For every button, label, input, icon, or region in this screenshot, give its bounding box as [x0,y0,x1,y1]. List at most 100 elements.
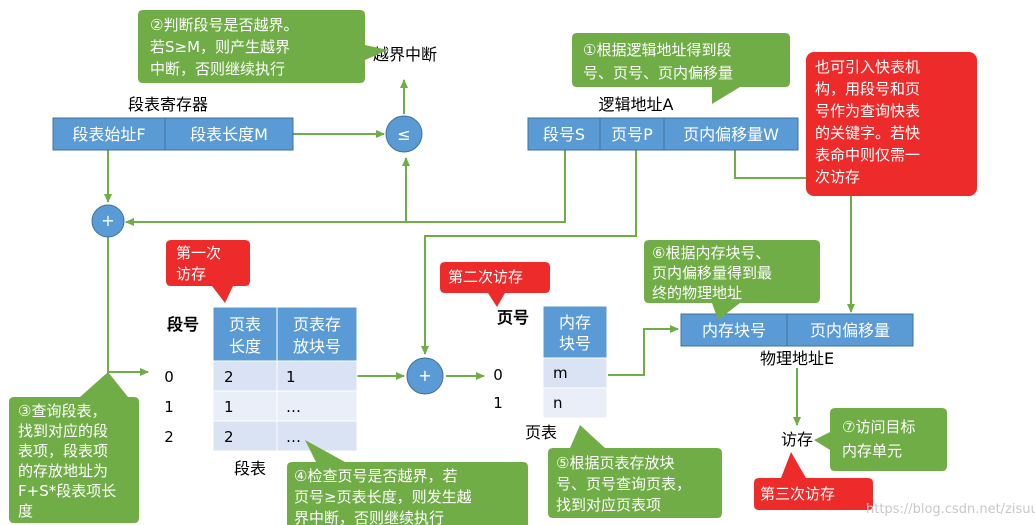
segment-table-col1-line2: 长度 [229,337,261,356]
page-table-row-1 [542,387,608,419]
page-table-cell-1: n [553,394,563,412]
page-table-col-line1: 内存 [559,313,591,332]
note-step-7: ⑦访问目标 内存单元 [814,408,947,471]
segment-table-caption: 段表 [234,459,266,478]
physical-block-label: 内存块号 [702,321,766,340]
note-third-access: 第三次访存 [754,452,873,510]
note-third-access-line1: 第三次访存 [760,485,835,503]
arrow-page-to-add [421,150,637,355]
note-step-3-line2: 找到对应的段 [18,422,108,440]
segment-table-row-2 [212,420,358,452]
note-step-2-line2: 若S≥M，则产生越界 [150,38,290,56]
add-operator-segment [91,204,125,238]
note-step-4-line1: ④检查页号是否越界，若 [294,467,457,485]
page-table-col-line2: 块号 [559,334,591,353]
note-tlb-line5: 表命中则仅需一 [815,146,920,164]
page-table-col-header [542,305,608,359]
logical-page-label: 页号P [611,125,653,144]
logical-offset-cell [663,117,799,151]
note-step-1-line1: ①根据逻辑地址得到段 [583,41,731,59]
note-tlb-line3: 号作为查询快表 [815,102,920,120]
physical-offset-label: 页内偏移量 [810,321,890,340]
note-step-5: ⑤根据页表存放块 号、页号查询页表， 找到对应页表项 [548,425,722,518]
note-step-4-line3: 界中断，否则继续执行 [294,509,444,525]
compare-symbol: ≤ [397,125,410,144]
note-step-7-line2: 内存单元 [842,442,902,460]
note-step-5-line2: 号、页号查询页表， [556,475,691,493]
arrow-seg-to-add [125,150,566,226]
note-tlb-line2: 构，用段号和页 [815,80,920,98]
segment-table-col2-line1: 页表存 [293,315,341,334]
note-step-3-line4: 的存放地址为 [18,462,108,480]
segment-table-col1-line1: 页表 [229,315,261,334]
segment-table-cell-0-0: 2 [224,368,234,386]
segment-length-label: 段表长度M [190,125,268,144]
arrow-add-to-seg-table [107,236,149,376]
add-operator-page [406,357,444,395]
note-step-5-line3: 找到对应页表项 [556,496,661,514]
add-symbol-page: + [418,366,431,385]
segment-register-title: 段表寄存器 [128,95,208,114]
segment-table-row-0 [212,360,358,392]
note-step-6-line3: 终的物理地址 [652,284,742,302]
note-step-3-line3: 表项，段表项 [18,442,108,460]
note-step-1: ①根据逻辑地址得到段 号、页号、页内偏移量 [572,33,790,104]
segment-table-row-1 [212,390,358,422]
segment-table-cell-0-1: 1 [286,368,296,386]
note-tlb: 也可引入快表机 构，用段号和页 号作为查询快表 的关键字。若快 表命中则仅需一 … [806,52,977,196]
note-step-2: ②判断段号是否越界。 若S≥M，则产生越界 中断，否则继续执行 [138,10,388,83]
watermark-text: https://blog.csdn.net/zisuu [866,502,1035,517]
arrow-offset-to-physical [734,150,855,313]
segment-table-cell-1-1: … [286,398,301,416]
logical-offset-label: 页内偏移量W [683,125,779,144]
segment-table-col2-header [276,306,358,362]
segment-table-cell-1-0: 1 [224,398,234,416]
segment-table-cell-2-1: … [286,428,301,446]
segment-start-label: 段表始址F [72,125,145,144]
physical-address-title: 物理地址E [760,349,834,368]
page-table-caption: 页表 [525,423,557,442]
note-tlb-line4: 的关键字。若快 [815,124,920,142]
segment-table-row-header: 段号 [167,315,199,334]
arrow-m-to-physical [608,325,679,376]
segment-index-0: 0 [164,368,174,386]
note-step-7-line1: ⑦访问目标 [842,418,915,436]
page-index-0: 0 [493,366,503,384]
note-step-6-line2: 页内偏移量得到最 [652,264,772,282]
note-step-4-line2: 页号≥页表长度，则发生越 [294,488,472,506]
logical-address-title: 逻辑地址A [599,95,674,114]
compare-operator [385,115,423,153]
segment-length-cell [164,117,294,151]
note-second-access-line1: 第二次访存 [448,268,523,286]
segment-start-cell [52,117,166,151]
overflow-interrupt-label: 越界中断 [373,45,437,64]
note-first-access-line2: 访存 [176,265,206,283]
memory-access-label: 访存 [781,430,813,449]
note-step-6-line1: ⑥根据内存块号、 [652,244,770,262]
segment-table-col2-line2: 放块号 [293,337,341,356]
note-tlb-line1: 也可引入快表机 [815,58,920,76]
segment-index-1: 1 [164,398,174,416]
note-step-4: ④检查页号是否越界，若 页号≥页表长度，则发生越 界中断，否则继续执行 [287,440,528,525]
add-symbol-segment: + [101,211,114,230]
page-table-row-header: 页号 [497,308,529,327]
note-step-6: ⑥根据内存块号、 页内偏移量得到最 终的物理地址 [644,240,820,320]
page-index-1: 1 [493,394,503,412]
note-step-3-line6: 度 [18,502,33,520]
segment-table-cell-2-0: 2 [224,428,234,446]
note-step-3-line5: F+S*段表项长 [18,482,116,500]
note-step-3-line1: ③查询段表， [18,402,106,420]
page-table-row-0 [542,357,608,389]
logical-page-cell [599,117,665,151]
note-step-3: ③查询段表， 找到对应的段 表项，段表项 的存放地址为 F+S*段表项长 度 [9,372,139,523]
segment-index-2: 2 [164,428,174,446]
segment-table-col1-header [212,306,278,362]
physical-offset-cell [786,313,914,347]
note-step-1-line2: 号、页号、页内偏移量 [583,64,733,82]
note-tlb-line6: 次访存 [815,168,860,186]
note-step-2-line3: 中断，否则继续执行 [150,60,285,78]
note-first-access-line1: 第一次 [176,244,221,262]
page-table-cell-0: m [553,364,568,382]
note-first-access: 第一次 访存 [166,240,250,303]
note-second-access: 第二次访存 [440,262,550,307]
